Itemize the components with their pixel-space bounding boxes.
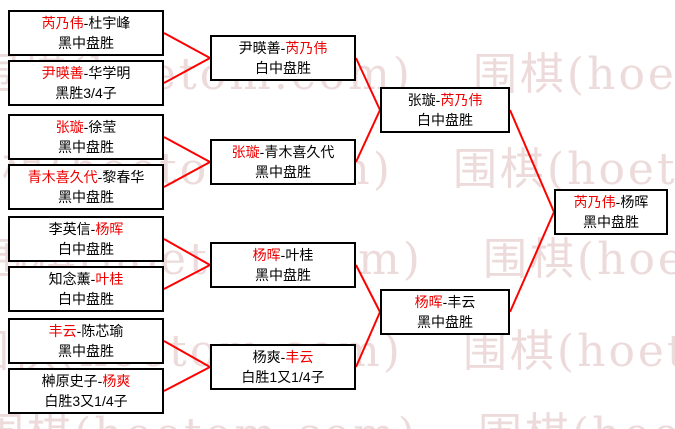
match-result: 黑中盘胜 (583, 214, 639, 230)
match-box: 李英信-杨晖 白中盘胜 (8, 216, 164, 262)
match-box: 知念薰-叶桂 白中盘胜 (8, 266, 164, 312)
match-players: 杨晖-丰云 (384, 292, 506, 312)
watermark-text: 围棋(hoetom.com)围棋(hoetom.com) (0, 398, 675, 429)
player-separator: - (90, 271, 96, 287)
match-box: 青木喜久代-黎春华 黑中盘胜 (8, 164, 164, 210)
player-separator: - (76, 323, 82, 339)
match-result: 黑胜3/4子 (55, 85, 117, 101)
match-players: 青木喜久代-黎春华 (12, 167, 160, 187)
player-name: 青木喜久代 (264, 144, 335, 160)
player-separator: - (83, 65, 89, 81)
player-name: 叶桂 (95, 271, 124, 287)
match-result: 黑中盘胜 (255, 267, 311, 283)
match-box: 张璇-徐莹 黑中盘胜 (8, 114, 164, 160)
match-result: 黑中盘胜 (255, 164, 311, 180)
match-box: 杨晖-叶桂 黑中盘胜 (210, 242, 356, 288)
player-separator: - (97, 373, 103, 389)
player-name: 丰云 (447, 294, 476, 310)
match-result: 黑中盘胜 (417, 314, 473, 330)
player-name: 张璇 (55, 119, 84, 135)
match-box: 尹暎善-芮乃伟 白中盘胜 (210, 35, 356, 81)
match-result: 黑中盘胜 (58, 139, 114, 155)
match-result: 黑中盘胜 (58, 343, 114, 359)
player-name: 丰云 (48, 323, 77, 339)
player-name: 黎春华 (102, 169, 145, 185)
match-box: 杨爽-丰云 白胜1又1/4子 (210, 344, 356, 390)
match-result: 黑中盘胜 (58, 189, 114, 205)
match-players: 芮乃伟-杜宇峰 (12, 13, 160, 33)
match-result: 白中盘胜 (417, 112, 473, 128)
player-name: 李英信 (48, 221, 91, 237)
player-name: 尹暎善 (41, 65, 84, 81)
match-players: 张璇-青木喜久代 (214, 142, 352, 162)
player-separator: - (280, 349, 286, 365)
player-separator: - (615, 194, 621, 210)
match-result: 白中盘胜 (58, 241, 114, 257)
match-box: 芮乃伟-杨晖 黑中盘胜 (554, 189, 668, 235)
match-result: 白胜1又1/4子 (241, 369, 325, 385)
match-players: 杨爽-丰云 (214, 347, 352, 367)
player-name: 知念薰 (48, 271, 91, 287)
player-separator: - (442, 294, 448, 310)
match-box: 芮乃伟-杜宇峰 黑中盘胜 (8, 10, 164, 56)
match-box: 榊原史子-杨爽 白胜3又1/4子 (8, 368, 164, 414)
match-players: 张璇-徐莹 (12, 117, 160, 137)
match-box: 杨晖-丰云 黑中盘胜 (380, 289, 510, 335)
match-box: 尹暎善-华学明 黑胜3/4子 (8, 60, 164, 106)
match-result: 白中盘胜 (58, 291, 114, 307)
player-separator: - (90, 221, 96, 237)
player-separator: - (83, 15, 89, 31)
match-players: 尹暎善-芮乃伟 (214, 38, 352, 58)
player-name: 华学明 (88, 65, 131, 81)
player-name: 杨晖 (414, 294, 443, 310)
player-name: 杨晖 (95, 221, 124, 237)
player-name: 张璇 (407, 92, 436, 108)
player-name: 徐莹 (88, 119, 117, 135)
match-result: 白中盘胜 (255, 60, 311, 76)
player-name: 叶桂 (285, 247, 314, 263)
player-separator: - (97, 169, 103, 185)
player-name: 青木喜久代 (27, 169, 98, 185)
player-name: 尹暎善 (238, 40, 281, 56)
player-name: 杜宇峰 (88, 15, 131, 31)
player-name: 杨爽 (102, 373, 131, 389)
player-name: 榊原史子 (41, 373, 98, 389)
match-players: 榊原史子-杨爽 (12, 371, 160, 391)
player-name: 杨爽 (252, 349, 281, 365)
match-result: 黑中盘胜 (58, 35, 114, 51)
match-box: 张璇-青木喜久代 黑中盘胜 (210, 139, 356, 185)
match-box: 张璇-芮乃伟 白中盘胜 (380, 87, 510, 133)
match-players: 芮乃伟-杨晖 (558, 192, 664, 212)
player-name: 芮乃伟 (41, 15, 84, 31)
match-result: 白胜3又1/4子 (44, 393, 128, 409)
player-name: 张璇 (231, 144, 260, 160)
player-separator: - (280, 40, 286, 56)
player-name: 芮乃伟 (285, 40, 328, 56)
player-separator: - (435, 92, 441, 108)
player-name: 芮乃伟 (440, 92, 483, 108)
match-players: 丰云-陈芯瑜 (12, 321, 160, 341)
player-separator: - (280, 247, 286, 263)
match-players: 张璇-芮乃伟 (384, 90, 506, 110)
match-players: 知念薰-叶桂 (12, 269, 160, 289)
match-box: 丰云-陈芯瑜 黑中盘胜 (8, 318, 164, 364)
player-name: 杨晖 (252, 247, 281, 263)
player-name: 杨晖 (620, 194, 649, 210)
player-name: 陈芯瑜 (81, 323, 124, 339)
match-players: 杨晖-叶桂 (214, 245, 352, 265)
match-players: 尹暎善-华学明 (12, 63, 160, 83)
player-separator: - (83, 119, 89, 135)
player-separator: - (259, 144, 265, 160)
match-players: 李英信-杨晖 (12, 219, 160, 239)
player-name: 丰云 (285, 349, 314, 365)
player-name: 芮乃伟 (573, 194, 616, 210)
